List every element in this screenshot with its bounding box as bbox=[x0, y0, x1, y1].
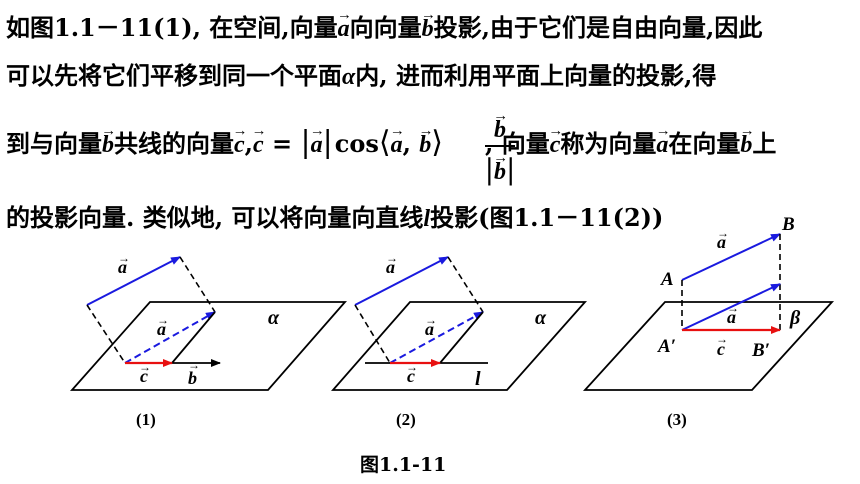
text: , bbox=[244, 129, 254, 158]
arrow-mark: → bbox=[139, 360, 151, 374]
vector-b: b bbox=[419, 132, 431, 159]
text: 向向量 bbox=[349, 13, 422, 42]
text: 投影,由于它们是自由向量,因此 bbox=[433, 13, 763, 42]
vector-a: a bbox=[391, 132, 403, 159]
label-a-proj-3: a bbox=[727, 307, 736, 327]
label-a-top-2: a bbox=[386, 257, 395, 277]
text: 称为向量 bbox=[560, 129, 657, 158]
vector-b: b bbox=[102, 132, 114, 159]
panel-label-1: (1) bbox=[136, 410, 156, 429]
text: , 在空间,向量 bbox=[192, 13, 338, 42]
panel-2: a → a → c → l α (2) bbox=[331, 251, 588, 429]
text-line-4: 的投影向量. 类似地, 可以将向量向直线l投影(图1.1－11(2)) bbox=[6, 198, 663, 233]
panel-1: a → a → c → b → α (1) bbox=[69, 251, 347, 429]
label-point-A1: A′ bbox=[657, 336, 676, 357]
label-alpha-1: α bbox=[268, 307, 280, 329]
plane-alpha-1 bbox=[69, 301, 347, 391]
label-a-proj-1: a bbox=[157, 319, 166, 339]
arrow-mark: → bbox=[727, 301, 739, 315]
label-c-3: c bbox=[717, 339, 725, 359]
dashed-projection-2 bbox=[354, 304, 391, 364]
label-beta: β bbox=[789, 307, 801, 329]
plane-alpha-2 bbox=[331, 301, 588, 391]
dashed-projection-1 bbox=[86, 304, 126, 364]
left-angle: ⟨ bbox=[378, 125, 391, 160]
vector-b: b bbox=[740, 132, 752, 159]
arrow-mark: → bbox=[386, 251, 398, 265]
label-b-1: b bbox=[188, 368, 197, 388]
vector-c: c bbox=[234, 132, 245, 159]
dashed-projection-2 bbox=[447, 256, 484, 313]
text: 在向量 bbox=[668, 129, 741, 158]
label-alpha-2: α bbox=[535, 307, 547, 329]
vector-c: c bbox=[253, 132, 264, 159]
abs-bar: | bbox=[506, 153, 516, 186]
label-a-proj-2: a bbox=[425, 319, 434, 339]
right-angle: ⟩ bbox=[431, 125, 444, 160]
text-line-1: 如图1.1－11(1), 在空间,向量a向向量b投影,由于它们是自由向量,因此 bbox=[6, 8, 762, 43]
arrow-mark: → bbox=[188, 358, 200, 372]
plane-alpha: α bbox=[342, 64, 356, 90]
text: 到与向量 bbox=[6, 129, 102, 158]
abs-bar: | bbox=[322, 125, 333, 160]
figure-ref: 1.1－11(2)) bbox=[513, 203, 664, 232]
arrow-mark: → bbox=[716, 332, 728, 346]
figure-caption: 图1.1-11 bbox=[360, 454, 447, 476]
vector-a-top-1 bbox=[86, 256, 181, 306]
label-c-2: c bbox=[407, 366, 415, 386]
arrow-mark: → bbox=[425, 313, 437, 327]
figure-ref: 1.1－11(1) bbox=[54, 13, 193, 42]
arrow-mark: → bbox=[406, 360, 418, 374]
line-l: l bbox=[423, 206, 431, 232]
label-point-B1: B′ bbox=[751, 340, 770, 361]
unit-vector-fraction: b |b| bbox=[483, 114, 517, 186]
comma: , bbox=[402, 129, 411, 158]
vector-a: a bbox=[656, 132, 668, 159]
text: 可以先将它们平移到同一个平面 bbox=[6, 61, 342, 90]
fraction-numerator: b bbox=[494, 117, 506, 144]
panel-label-3: (3) bbox=[667, 410, 687, 429]
fraction-denominator: b bbox=[494, 159, 506, 186]
text: 内, 进而利用平面上向量的投影,得 bbox=[355, 61, 717, 90]
label-l: l bbox=[475, 368, 481, 390]
label-a-top-3: a bbox=[717, 232, 726, 252]
vector-a-top-2 bbox=[354, 256, 449, 306]
text: 如图 bbox=[6, 13, 54, 42]
text: 投影(图 bbox=[430, 203, 514, 232]
arrow-mark: → bbox=[157, 313, 169, 327]
label-a-top-1: a bbox=[118, 257, 127, 277]
perpendicular-2 bbox=[439, 311, 484, 364]
equals-sign: = bbox=[263, 129, 301, 158]
vector-a: a bbox=[338, 16, 350, 43]
text: 共线的向量 bbox=[114, 129, 234, 158]
vector-a: a bbox=[311, 132, 323, 159]
panel-label-2: (2) bbox=[396, 410, 416, 429]
cos-function: cos bbox=[334, 129, 379, 158]
text-line-2: 可以先将它们平移到同一个平面α内, 进而利用平面上向量的投影,得 bbox=[6, 56, 716, 91]
label-c-1: c bbox=[140, 366, 148, 386]
label-point-A: A bbox=[660, 269, 674, 290]
text-line-3: 到与向量b共线的向量c,c = |a|cos⟨a, b⟩, 向量c称为向量a在向… bbox=[6, 124, 776, 160]
abs-bar: | bbox=[300, 125, 311, 160]
plane-beta bbox=[582, 301, 835, 391]
abs-bar: | bbox=[484, 153, 494, 186]
label-point-B: B bbox=[781, 214, 795, 235]
fraction-bar bbox=[485, 145, 515, 147]
figure-1-1-11: a → a → c → b → α (1) a → a → c → l α (2… bbox=[69, 214, 835, 429]
arrow-mark: → bbox=[118, 251, 130, 265]
arrow-mark: → bbox=[717, 226, 729, 240]
vector-a-top-3 bbox=[681, 233, 781, 281]
dashed-projection-1 bbox=[179, 256, 216, 313]
vector-c: c bbox=[550, 132, 561, 159]
text: 上 bbox=[752, 129, 777, 158]
panel-3: A B A′ B′ a → a → c → β (3) bbox=[582, 214, 835, 429]
vector-a-proj-3 bbox=[681, 283, 781, 331]
vector-a-proj-2 bbox=[389, 311, 484, 364]
text: 的投影向量. 类似地, 可以将向量向直线 bbox=[6, 203, 424, 232]
vector-a-proj-1 bbox=[124, 311, 216, 364]
perpendicular-1 bbox=[171, 311, 216, 364]
vector-b: b bbox=[422, 16, 434, 43]
